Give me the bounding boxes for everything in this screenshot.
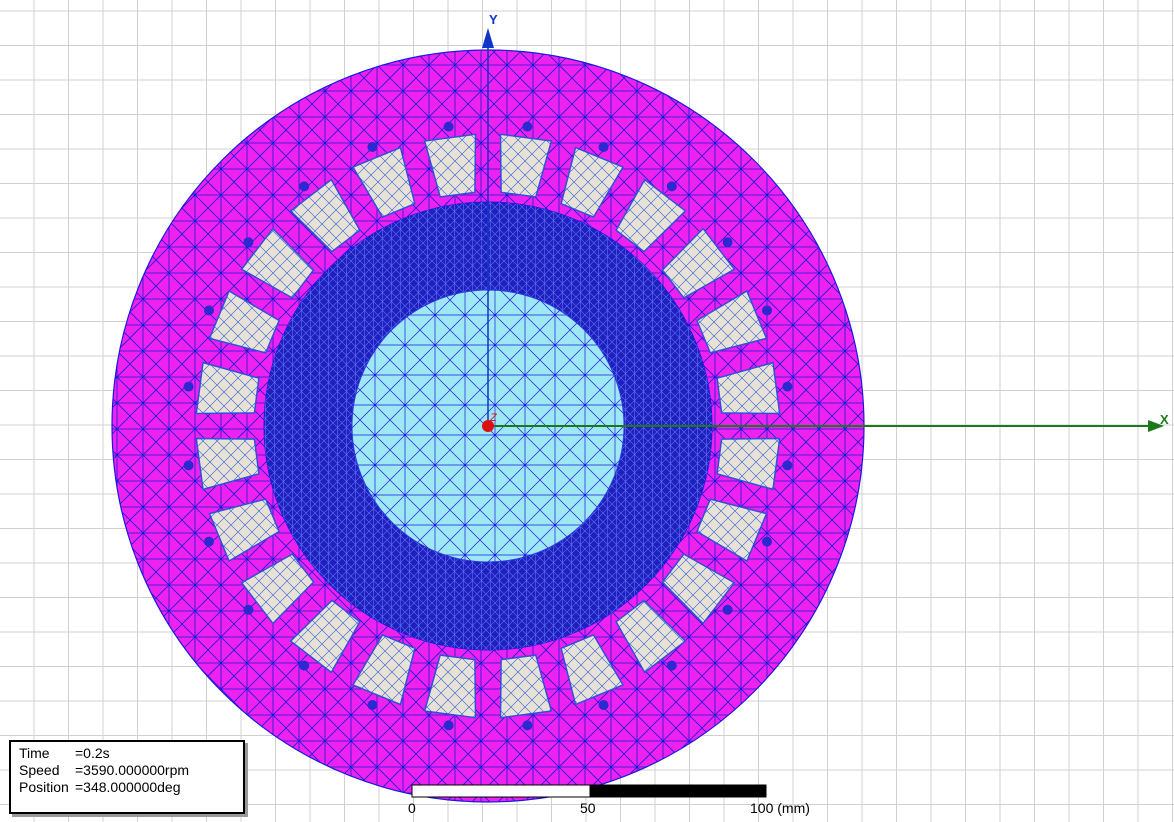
slot-node	[299, 660, 310, 671]
scale-tick-50: 50	[580, 800, 596, 816]
slot-mesh	[696, 291, 767, 353]
slot-mesh	[500, 134, 552, 197]
slot-node	[762, 536, 772, 547]
slot-mesh	[353, 147, 415, 218]
coordinate-axes: Y X Z	[482, 12, 1169, 432]
stator-slot	[183, 437, 260, 491]
origin-marker	[482, 420, 494, 432]
speed-value: =3590.000000rpm	[75, 762, 190, 778]
slot-mesh	[241, 554, 314, 624]
stator-slot	[661, 553, 736, 625]
slot-node	[598, 700, 609, 710]
simulation-info-box: Time =0.2s Speed =3590.000000rpm Position =…	[9, 740, 245, 814]
slot-mesh	[561, 147, 623, 218]
stator-slot	[240, 227, 315, 299]
slot-mesh	[616, 179, 686, 252]
slot-mesh	[424, 134, 476, 197]
stator-slot	[615, 599, 687, 674]
slot-node	[367, 142, 378, 152]
slot-mesh	[196, 362, 259, 414]
slot-node	[443, 121, 454, 132]
slot-node	[204, 536, 214, 547]
slot-mesh	[662, 228, 735, 298]
slot-mesh	[196, 438, 259, 490]
slot-mesh	[290, 600, 360, 673]
position-label: Position	[19, 779, 69, 795]
slot-mesh	[561, 634, 623, 705]
slot-mesh	[717, 362, 780, 414]
scale-tick-0: 0	[408, 800, 416, 816]
x-axis-label: X	[1160, 412, 1169, 427]
stator-slot	[183, 361, 260, 415]
slot-node	[666, 660, 677, 671]
slot-node	[367, 700, 378, 710]
slot-mesh	[662, 554, 735, 624]
slot-node	[204, 305, 214, 316]
slot-node	[782, 381, 793, 392]
stator-slot	[289, 178, 361, 253]
scale-bar	[411, 784, 767, 798]
stator-slot	[560, 142, 625, 219]
stator-slot	[499, 121, 553, 198]
stator-slot	[289, 599, 361, 674]
stator-slot	[661, 227, 736, 299]
stator-slot	[615, 178, 687, 253]
stator-slot	[716, 361, 793, 415]
stator-slot	[351, 142, 416, 219]
slot-mesh	[290, 179, 360, 252]
stator-slots	[183, 121, 793, 731]
slot-node	[243, 237, 254, 248]
x-axis-arrow	[1148, 420, 1164, 432]
stator-slot	[423, 654, 477, 731]
stator-slot	[204, 498, 281, 563]
slot-node	[782, 460, 793, 471]
slot-mesh	[717, 438, 780, 490]
stator-slot	[204, 289, 281, 354]
z-axis-label: Z	[489, 412, 498, 424]
slot-node	[299, 181, 310, 192]
slot-node	[722, 237, 733, 248]
stator-slot	[499, 654, 553, 731]
stator-slot	[240, 553, 315, 625]
scale-tick-100: 100 (mm)	[750, 800, 810, 816]
y-axis-label: Y	[489, 12, 498, 27]
slot-mesh	[424, 655, 476, 718]
speed-label: Speed	[19, 762, 60, 778]
stator-slot	[695, 289, 772, 354]
slot-node	[666, 181, 677, 192]
slot-mesh	[616, 600, 686, 673]
slot-mesh	[696, 499, 767, 561]
slot-mesh	[353, 634, 415, 705]
slot-node	[598, 142, 609, 152]
slot-node	[243, 604, 254, 615]
slot-mesh	[209, 291, 280, 353]
slot-node	[522, 121, 533, 132]
slot-mesh	[241, 228, 314, 298]
slot-mesh	[500, 655, 552, 718]
stator-slot	[351, 633, 416, 710]
slot-node	[762, 305, 772, 316]
stator-slot	[560, 633, 625, 710]
stator-slot	[695, 498, 772, 563]
position-value: =348.000000deg	[75, 779, 181, 795]
slot-node	[183, 381, 194, 392]
slot-node	[522, 720, 533, 731]
time-label: Time	[19, 745, 50, 761]
slot-node	[183, 460, 194, 471]
stator-slot	[423, 121, 477, 198]
slot-node	[722, 604, 733, 615]
slot-mesh	[209, 499, 280, 561]
slot-node	[443, 720, 454, 731]
time-value: =0.2s	[75, 745, 110, 761]
y-axis-arrow	[482, 28, 494, 48]
stator-slot	[716, 437, 793, 491]
